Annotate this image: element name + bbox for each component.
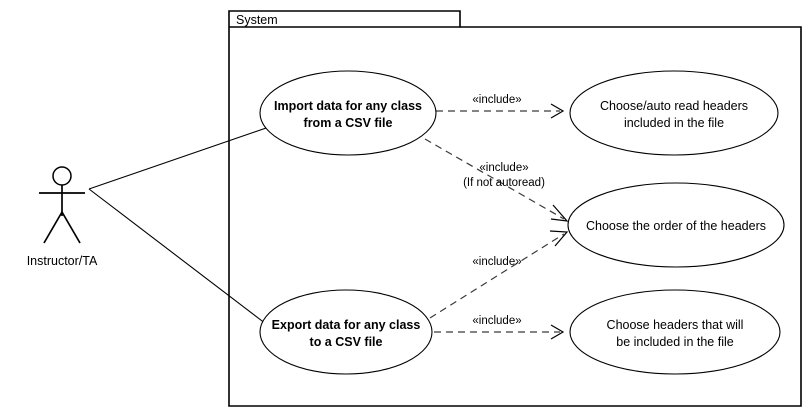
system-boundary-box [228, 26, 802, 407]
actor-head-icon [52, 166, 72, 186]
use-case-import-data-ellipse[interactable] [259, 70, 437, 156]
use-case-order-headers-ellipse[interactable] [567, 182, 785, 268]
use-case-auto-read-headers[interactable]: Choose/auto read headers included in the… [569, 70, 779, 156]
use-case-export-data[interactable]: Export data for any class to a CSV file [259, 289, 433, 375]
actor-instructor-ta: Instructor/TA [27, 166, 98, 268]
use-case-choose-headers-label-line1: Choose headers that will [607, 318, 744, 332]
use-case-order-headers[interactable]: Choose the order of the headers [567, 182, 785, 268]
include-export-order-line [429, 233, 565, 319]
system-boundary-label: System [236, 13, 278, 27]
use-case-choose-headers[interactable]: Choose headers that will be included in … [569, 289, 781, 375]
include-import-order-label-line2: (If not autoread) [463, 177, 545, 189]
use-case-auto-read-headers-ellipse[interactable] [569, 70, 779, 156]
use-case-choose-headers-label-line2: be included in the file [616, 335, 733, 349]
include-export-choose-label: «include» [472, 315, 521, 327]
include-import-autoread-label: «include» [472, 94, 521, 106]
association-instructor-to-import [88, 125, 273, 190]
include-export-order: «include» [429, 230, 569, 319]
actor-left-leg-line [43, 211, 63, 244]
association-lines [88, 125, 273, 328]
use-case-choose-headers-ellipse[interactable] [569, 289, 781, 375]
use-case-auto-read-headers-label-line2: included in the file [624, 116, 724, 130]
use-case-import-data[interactable]: Import data for any class from a CSV fil… [259, 70, 437, 156]
use-case-auto-read-headers-label-line1: Choose/auto read headers [600, 99, 748, 113]
actor-label: Instructor/TA [27, 254, 98, 268]
use-case-export-data-label-line2: to a CSV file [310, 335, 383, 349]
use-case-order-headers-label: Choose the order of the headers [586, 219, 766, 233]
include-export-choose: «include» [434, 315, 565, 340]
include-import-autoread: «include» [436, 94, 565, 119]
use-case-import-data-label-line2: from a CSV file [304, 116, 393, 130]
include-import-order-arrowhead [550, 204, 569, 222]
actor-right-leg-line [61, 211, 81, 244]
use-case-import-data-label-line1: Import data for any class [274, 99, 422, 113]
include-import-order-line [424, 138, 565, 220]
system-boundary-tab [228, 10, 461, 28]
include-import-autoread-arrowhead [550, 103, 565, 119]
include-export-choose-arrowhead [550, 324, 565, 340]
system-boundary: System [228, 10, 802, 407]
use-case-export-data-label-line1: Export data for any class [272, 318, 421, 332]
include-import-order-label-line1: «include» [479, 162, 528, 174]
include-import-order: «include» (If not autoread) [424, 138, 569, 222]
use-case-export-data-ellipse[interactable] [259, 289, 433, 375]
include-export-order-label: «include» [472, 256, 521, 268]
include-export-order-arrowhead [549, 230, 569, 247]
association-instructor-to-export [88, 188, 271, 328]
